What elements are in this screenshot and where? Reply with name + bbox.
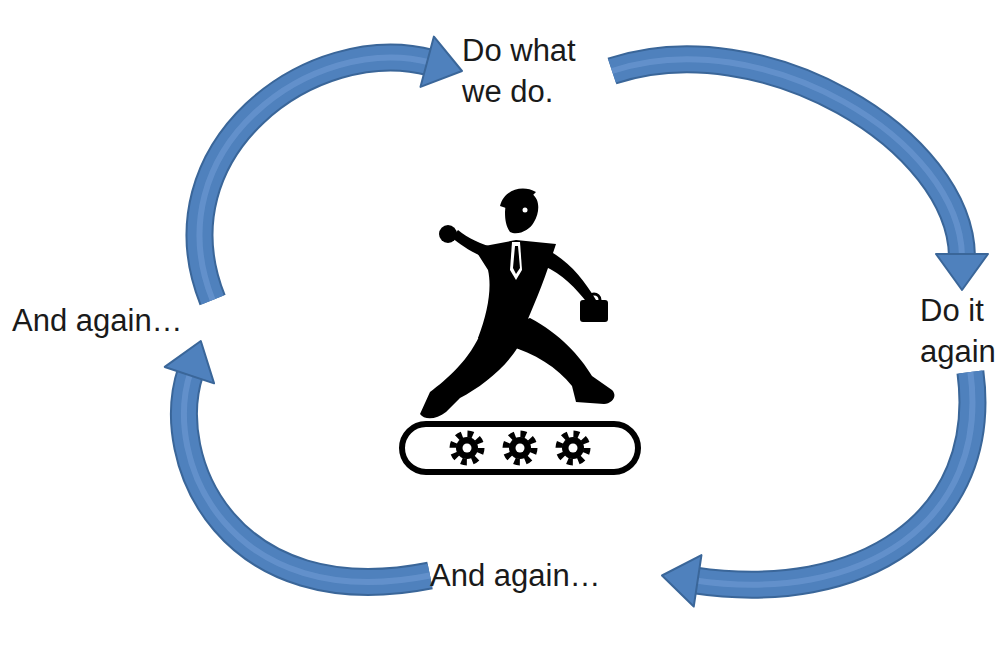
runner-shirt [510, 242, 522, 280]
arrow-outline [612, 59, 962, 258]
treadmill-gear [453, 434, 481, 462]
businessman-figure [420, 188, 614, 418]
treadmill-gear [559, 434, 587, 462]
arrow-body [612, 59, 962, 258]
cycle-step: Do it again [920, 290, 1004, 372]
briefcase-handle [588, 294, 600, 300]
runner-leg [500, 318, 614, 404]
arrow-head [165, 341, 214, 383]
gear-body [509, 437, 531, 459]
gear-hole [463, 444, 472, 453]
step-text: And again… [430, 555, 662, 596]
arrow-head [936, 254, 988, 290]
curved-arrow [612, 59, 988, 290]
gear-teeth [559, 434, 587, 462]
step-text: And again… [12, 300, 248, 341]
arrow-outline [200, 58, 432, 300]
arrow-highlight [200, 58, 432, 300]
gear-teeth [506, 434, 534, 462]
curved-arrow [200, 37, 462, 300]
arrow-body [200, 58, 432, 300]
gear-hole [569, 444, 578, 453]
gear-body [456, 437, 478, 459]
curved-arrow [662, 372, 972, 607]
cycle-step: And again… [12, 300, 248, 341]
treadmill-gear [506, 434, 534, 462]
runner-tie [513, 246, 520, 274]
treadmill-belt [402, 424, 638, 472]
gear-teeth [453, 434, 481, 462]
runner-fist [439, 225, 457, 243]
arrow-highlight [612, 59, 962, 258]
gear-body [562, 437, 584, 459]
arrow-outline [694, 372, 973, 585]
arrow-outline [184, 371, 430, 582]
cycle-step: And again… [430, 555, 662, 596]
gear-hole [516, 444, 525, 453]
curved-arrow [165, 341, 430, 582]
arrow-highlight [184, 371, 430, 582]
arrow-body [694, 372, 973, 585]
arrow-head [662, 555, 701, 606]
runner-hair [500, 188, 536, 208]
briefcase [580, 300, 608, 322]
cycle-step: Do what we do. [462, 30, 612, 112]
arrow-head [421, 37, 462, 87]
step-text: Do it again [920, 290, 1004, 372]
arrow-highlight [694, 372, 973, 585]
arrow-body [184, 371, 430, 582]
runner-eye [523, 208, 528, 213]
step-text: Do what we do. [462, 30, 612, 112]
